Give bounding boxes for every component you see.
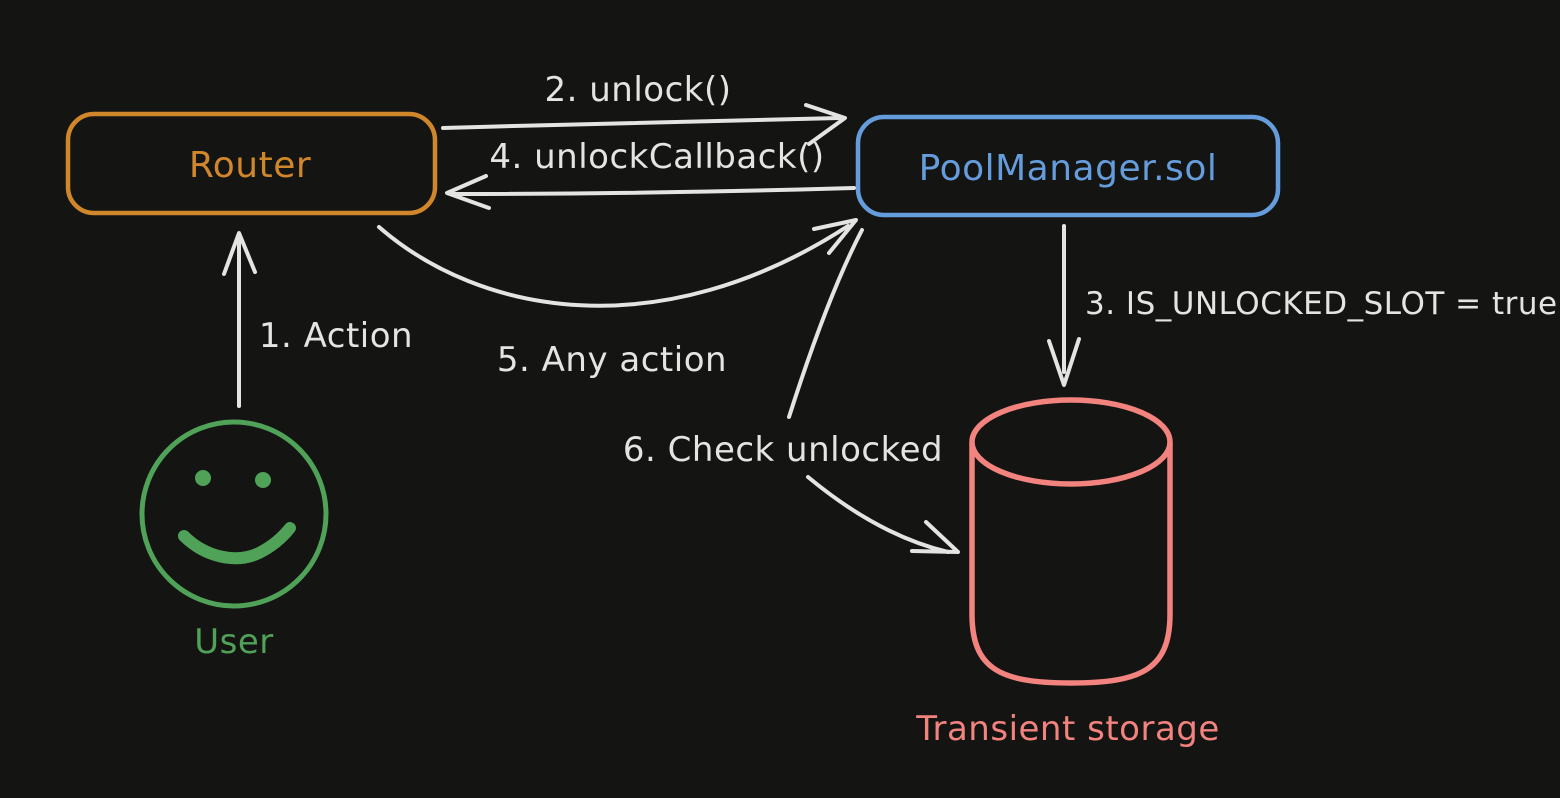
edge-check-unlocked-tail-line xyxy=(787,228,864,419)
edge-action-label: 1. Action xyxy=(259,316,413,356)
user-face-icon xyxy=(139,419,329,609)
router-node: Router xyxy=(65,111,438,216)
router-box xyxy=(65,111,438,216)
user-smile-icon xyxy=(178,522,296,565)
edge-unlock-callback-label: 4. unlockCallback() xyxy=(489,137,824,177)
edge-unlock-arrowhead xyxy=(804,103,847,146)
edge-any-action-label: 5. Any action xyxy=(497,340,727,380)
edge-set-slot-arrowhead xyxy=(1047,337,1081,387)
poolmanager-node: PoolManager.sol xyxy=(855,114,1281,218)
edge-check-unlocked: 6. Check unlocked xyxy=(623,228,960,554)
edge-unlock-line xyxy=(441,116,842,130)
edge-action-arrowhead xyxy=(222,231,257,276)
edge-set-slot-label: 3. IS_UNLOCKED_SLOT = true xyxy=(1085,286,1558,322)
edge-any-action-arrowhead xyxy=(812,218,858,255)
user-eye-right-icon xyxy=(255,472,271,488)
user-eye-left-icon xyxy=(195,470,211,486)
user-node: User xyxy=(139,419,329,662)
edge-any-action: 5. Any action xyxy=(377,218,858,380)
edge-unlock-callback-arrowhead xyxy=(445,174,491,210)
transient-storage-node: Transient storage xyxy=(915,397,1220,749)
edge-unlock-label: 2. unlock() xyxy=(544,70,731,110)
edge-check-unlocked-arrowhead xyxy=(910,520,960,554)
edge-any-action-line xyxy=(377,224,850,308)
edge-unlock-callback: 4. unlockCallback() xyxy=(445,137,856,210)
edge-check-unlocked-line xyxy=(806,475,950,554)
edge-unlock: 2. unlock() xyxy=(441,70,847,146)
poolmanager-label: PoolManager.sol xyxy=(919,148,1218,189)
edge-unlock-callback-line xyxy=(452,186,856,196)
edge-check-unlocked-label: 6. Check unlocked xyxy=(623,430,943,470)
user-label: User xyxy=(194,622,274,662)
cylinder-body xyxy=(969,441,1173,686)
cylinder-top xyxy=(969,397,1173,487)
transient-storage-label: Transient storage xyxy=(915,709,1220,749)
edge-set-slot: 3. IS_UNLOCKED_SLOT = true xyxy=(1047,224,1558,387)
edge-action: 1. Action xyxy=(222,231,413,408)
router-label: Router xyxy=(189,145,311,186)
poolmanager-box xyxy=(855,114,1281,218)
